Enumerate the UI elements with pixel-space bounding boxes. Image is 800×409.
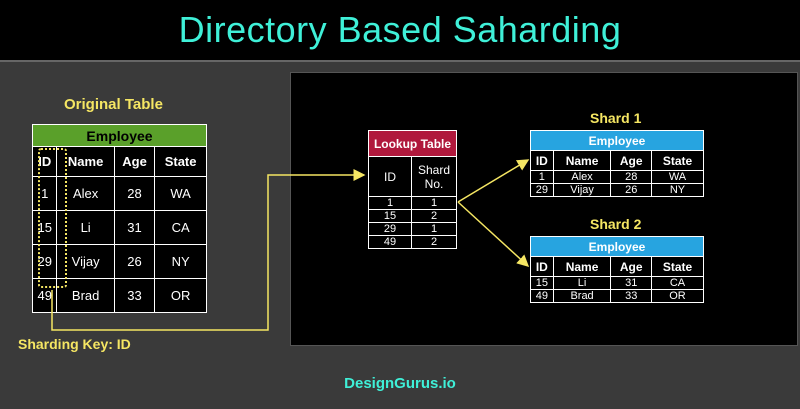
table-cell: 26	[113, 244, 156, 279]
table-cell: 1	[31, 176, 58, 211]
column-header: ID	[368, 156, 412, 197]
table-cell: 15	[530, 276, 554, 290]
table-cell: 1	[368, 196, 412, 210]
table-cell: Alex	[56, 176, 115, 211]
original-table-name: Employee	[32, 124, 207, 147]
table-row: 15 Li 31 CA	[530, 276, 705, 290]
sharding-key-label: Sharding Key: ID	[18, 336, 131, 352]
table-cell: 28	[113, 176, 156, 211]
column-header: Age	[113, 146, 156, 177]
table-cell: 49	[368, 235, 412, 249]
column-header: State	[154, 146, 207, 177]
table-row: 49 Brad 33 OR	[530, 289, 705, 303]
table-cell: 2	[411, 235, 457, 249]
shard-table-name: Employee	[530, 130, 704, 151]
table-cell: Alex	[552, 170, 612, 184]
table-row: 15 2	[368, 209, 457, 223]
column-header: Age	[610, 150, 652, 171]
table-cell: 1	[411, 196, 457, 210]
lookup-table-name: Lookup Table	[368, 130, 457, 157]
table-cell: 1	[411, 222, 457, 236]
table-row: 1 Alex 28 WA	[530, 170, 705, 184]
column-header: ID	[31, 146, 58, 177]
shard-table-name: Employee	[530, 236, 704, 257]
table-cell: 33	[113, 278, 156, 313]
column-header: Name	[552, 150, 612, 171]
table-row: 49 2	[368, 235, 457, 249]
table-cell: 49	[530, 289, 554, 303]
table-cell: 49	[31, 278, 58, 313]
table-cell: 28	[610, 170, 652, 184]
original-table-heading: Original Table	[64, 96, 163, 113]
table-cell: NY	[154, 244, 207, 279]
table-cell: NY	[650, 183, 705, 197]
table-cell: WA	[154, 176, 207, 211]
table-cell: 29	[31, 244, 58, 279]
original-table: Employee ID Name Age State 1 Alex 28 WA …	[31, 124, 207, 313]
table-row: 15 Li 31 CA	[31, 210, 207, 245]
table-cell: 1	[530, 170, 554, 184]
footer-brand: DesignGurus.io	[344, 375, 456, 392]
table-cell: OR	[650, 289, 705, 303]
table-row: 29 Vijay 26 NY	[530, 183, 705, 197]
table-cell: 26	[610, 183, 652, 197]
table-cell: 33	[610, 289, 652, 303]
column-header: Name	[552, 256, 612, 277]
column-header: ID	[530, 150, 554, 171]
table-cell: 29	[530, 183, 554, 197]
sharding-panel	[290, 72, 798, 346]
column-header: ID	[530, 256, 554, 277]
column-header: State	[650, 256, 705, 277]
table-cell: Brad	[552, 289, 612, 303]
table-cell: CA	[154, 210, 207, 245]
title-bar: Directory Based Saharding	[0, 0, 800, 60]
table-cell: 31	[610, 276, 652, 290]
table-cell: Vijay	[56, 244, 115, 279]
table-row: 29 1	[368, 222, 457, 236]
table-row: 1 1	[368, 196, 457, 210]
table-cell: 29	[368, 222, 412, 236]
table-row: 29 Vijay 26 NY	[31, 244, 207, 279]
table-cell: WA	[650, 170, 705, 184]
table-cell: Vijay	[552, 183, 612, 197]
column-header: Age	[610, 256, 652, 277]
table-row: 1 Alex 28 WA	[31, 176, 207, 211]
table-cell: CA	[650, 276, 705, 290]
column-header: Shard No.	[411, 156, 457, 197]
page-title: Directory Based Saharding	[178, 9, 622, 50]
table-cell: Li	[56, 210, 115, 245]
column-header: Name	[56, 146, 115, 177]
table-cell: 31	[113, 210, 156, 245]
table-row: 49 Brad 33 OR	[31, 278, 207, 313]
lookup-table: Lookup Table ID Shard No. 1 1 15 2 29 1 …	[368, 130, 457, 249]
table-cell: 15	[31, 210, 58, 245]
table-cell: OR	[154, 278, 207, 313]
table-cell: 15	[368, 209, 412, 223]
table-cell: 2	[411, 209, 457, 223]
shard-2-table: Employee ID Name Age State 15 Li 31 CA 4…	[530, 236, 705, 303]
shard-2-heading: Shard 2	[590, 216, 642, 232]
column-header: State	[650, 150, 705, 171]
shard-1-table: Employee ID Name Age State 1 Alex 28 WA …	[530, 130, 705, 197]
table-cell: Li	[552, 276, 612, 290]
table-cell: Brad	[56, 278, 115, 313]
shard-1-heading: Shard 1	[590, 110, 642, 126]
